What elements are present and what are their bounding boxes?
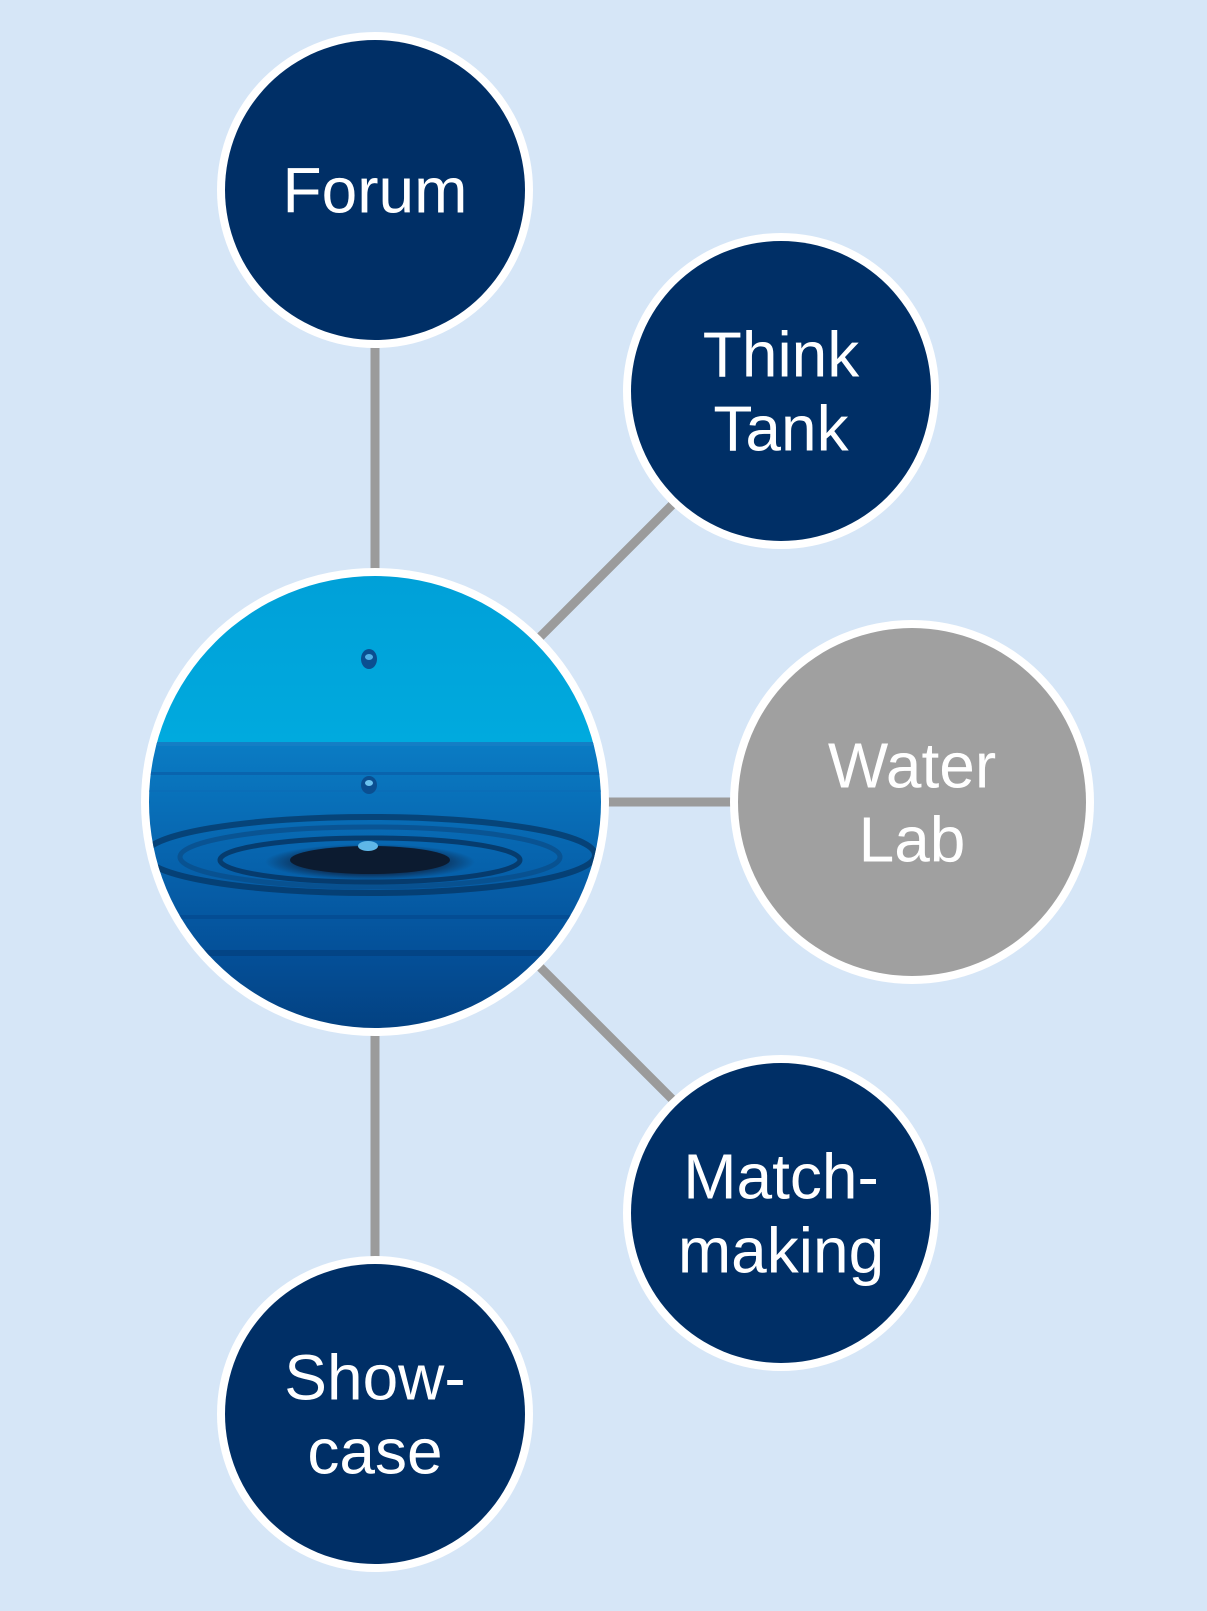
center-node [141,568,609,1036]
node-label: Forum [283,154,468,226]
node-matchmaking[interactable]: Match-making [623,1055,939,1371]
node-group: ForumThinkTankWaterLabMatch-makingShow-c… [217,32,1094,1572]
node-label: Water [828,729,996,801]
node-forum[interactable]: Forum [217,32,533,348]
node-label: Think [703,318,861,390]
node-label: Lab [859,803,966,875]
node-circle [225,40,525,340]
node-label: Show- [284,1341,465,1413]
node-label: Match- [683,1140,879,1212]
node-label: Tank [713,392,849,464]
connector-think-tank [536,497,680,641]
node-label: making [678,1214,884,1286]
node-circle [631,1063,931,1363]
node-circle [631,241,931,541]
connector-lines [370,340,738,1264]
node-circle [225,1264,525,1564]
node-showcase[interactable]: Show-case [217,1256,533,1572]
node-label: case [307,1415,442,1487]
node-circle [738,628,1086,976]
connector-matchmaking [536,963,680,1107]
